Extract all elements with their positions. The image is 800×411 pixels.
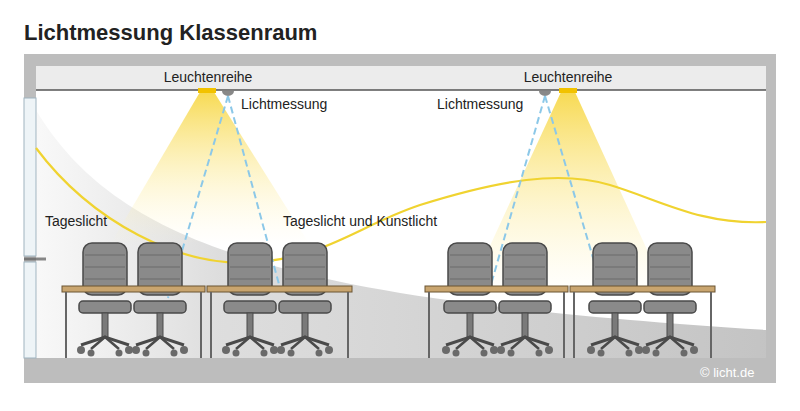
desks <box>62 286 715 292</box>
luminaire <box>198 88 216 93</box>
diagram-title: Lichtmessung Klassenraum <box>24 20 317 46</box>
light-sensor <box>539 91 551 96</box>
zone-label: Tageslicht und Kunstlicht <box>283 213 437 229</box>
window <box>24 98 36 256</box>
room-frame <box>24 54 776 383</box>
luminaire <box>559 88 577 93</box>
zone-label: Tageslicht <box>45 213 107 229</box>
desk-legs <box>66 292 711 358</box>
light-sensor <box>222 91 234 96</box>
luminaire-label: Leuchtenreihe <box>524 69 613 85</box>
ceiling <box>36 66 766 90</box>
sensor-label: Lichtmessung <box>437 96 523 112</box>
copyright-note: © licht.de <box>700 365 754 381</box>
light-cone <box>110 92 310 245</box>
sensor-label: Lichtmessung <box>241 96 327 112</box>
luminaire-label: Leuchtenreihe <box>164 69 253 85</box>
room-interior <box>36 66 766 358</box>
